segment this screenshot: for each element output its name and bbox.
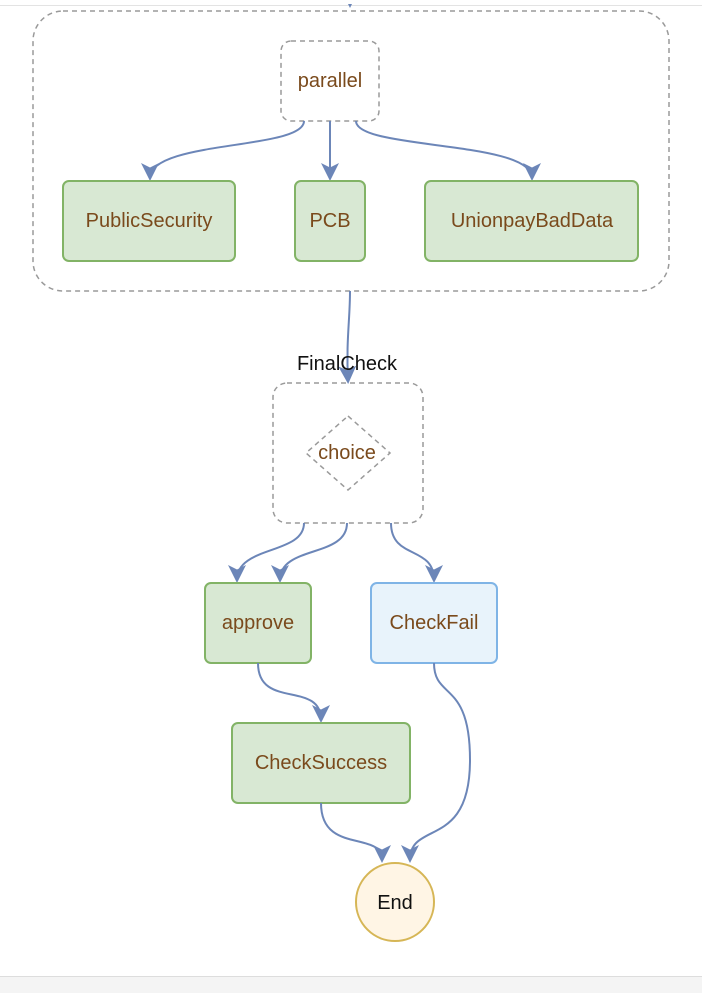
bottom-bar	[0, 976, 702, 993]
edge-checkfail-to-end	[401, 662, 472, 863]
task-checksuccess-label: CheckSuccess	[255, 752, 387, 774]
task-checkfail-label: CheckFail	[390, 612, 479, 634]
end-node-circle	[355, 862, 435, 942]
task-approve[interactable]: approve	[204, 582, 312, 664]
task-unionpaybaddata[interactable]: UnionpayBadData	[424, 180, 639, 262]
end-node[interactable]: End	[355, 862, 435, 942]
parallel-group-container[interactable]	[32, 10, 670, 292]
edge-parallel-group-to-choice	[338, 290, 357, 384]
task-publicsecurity-box	[62, 180, 236, 262]
edge-parallel-to-unionpay	[355, 120, 541, 181]
task-pcb[interactable]: PCB	[294, 180, 366, 262]
choice-gateway-label: choice	[318, 442, 376, 464]
task-checkfail[interactable]: CheckFail	[370, 582, 498, 664]
end-node-label: End	[377, 892, 413, 914]
parallel-gateway-label: parallel	[298, 70, 362, 92]
edge-parallel-to-publicsecurity	[141, 120, 305, 181]
top-connector-arrow	[348, 4, 352, 8]
task-unionpaybaddata-label: UnionpayBadData	[451, 210, 614, 232]
task-approve-label: approve	[222, 612, 294, 634]
task-publicsecurity-label: PublicSecurity	[86, 210, 213, 232]
task-unionpaybaddata-box	[424, 180, 639, 262]
edge-choice-to-approve-1	[228, 522, 305, 583]
edge-choice-to-checkfail	[390, 522, 443, 583]
choice-diamond	[304, 415, 392, 491]
edge-checksuccess-to-end	[320, 802, 391, 863]
task-pcb-label: PCB	[309, 210, 350, 232]
task-checksuccess[interactable]: CheckSuccess	[231, 722, 411, 804]
task-pcb-box	[294, 180, 366, 262]
edge-choice-to-approve-2	[271, 522, 348, 583]
choice-gateway[interactable]: choice	[272, 382, 424, 524]
finalcheck-label: FinalCheck	[297, 353, 398, 375]
task-publicsecurity[interactable]: PublicSecurity	[62, 180, 236, 262]
parallel-gateway[interactable]: parallel	[280, 40, 380, 122]
edge-approve-to-checksuccess	[257, 662, 330, 723]
choice-gateway-box	[272, 382, 424, 524]
